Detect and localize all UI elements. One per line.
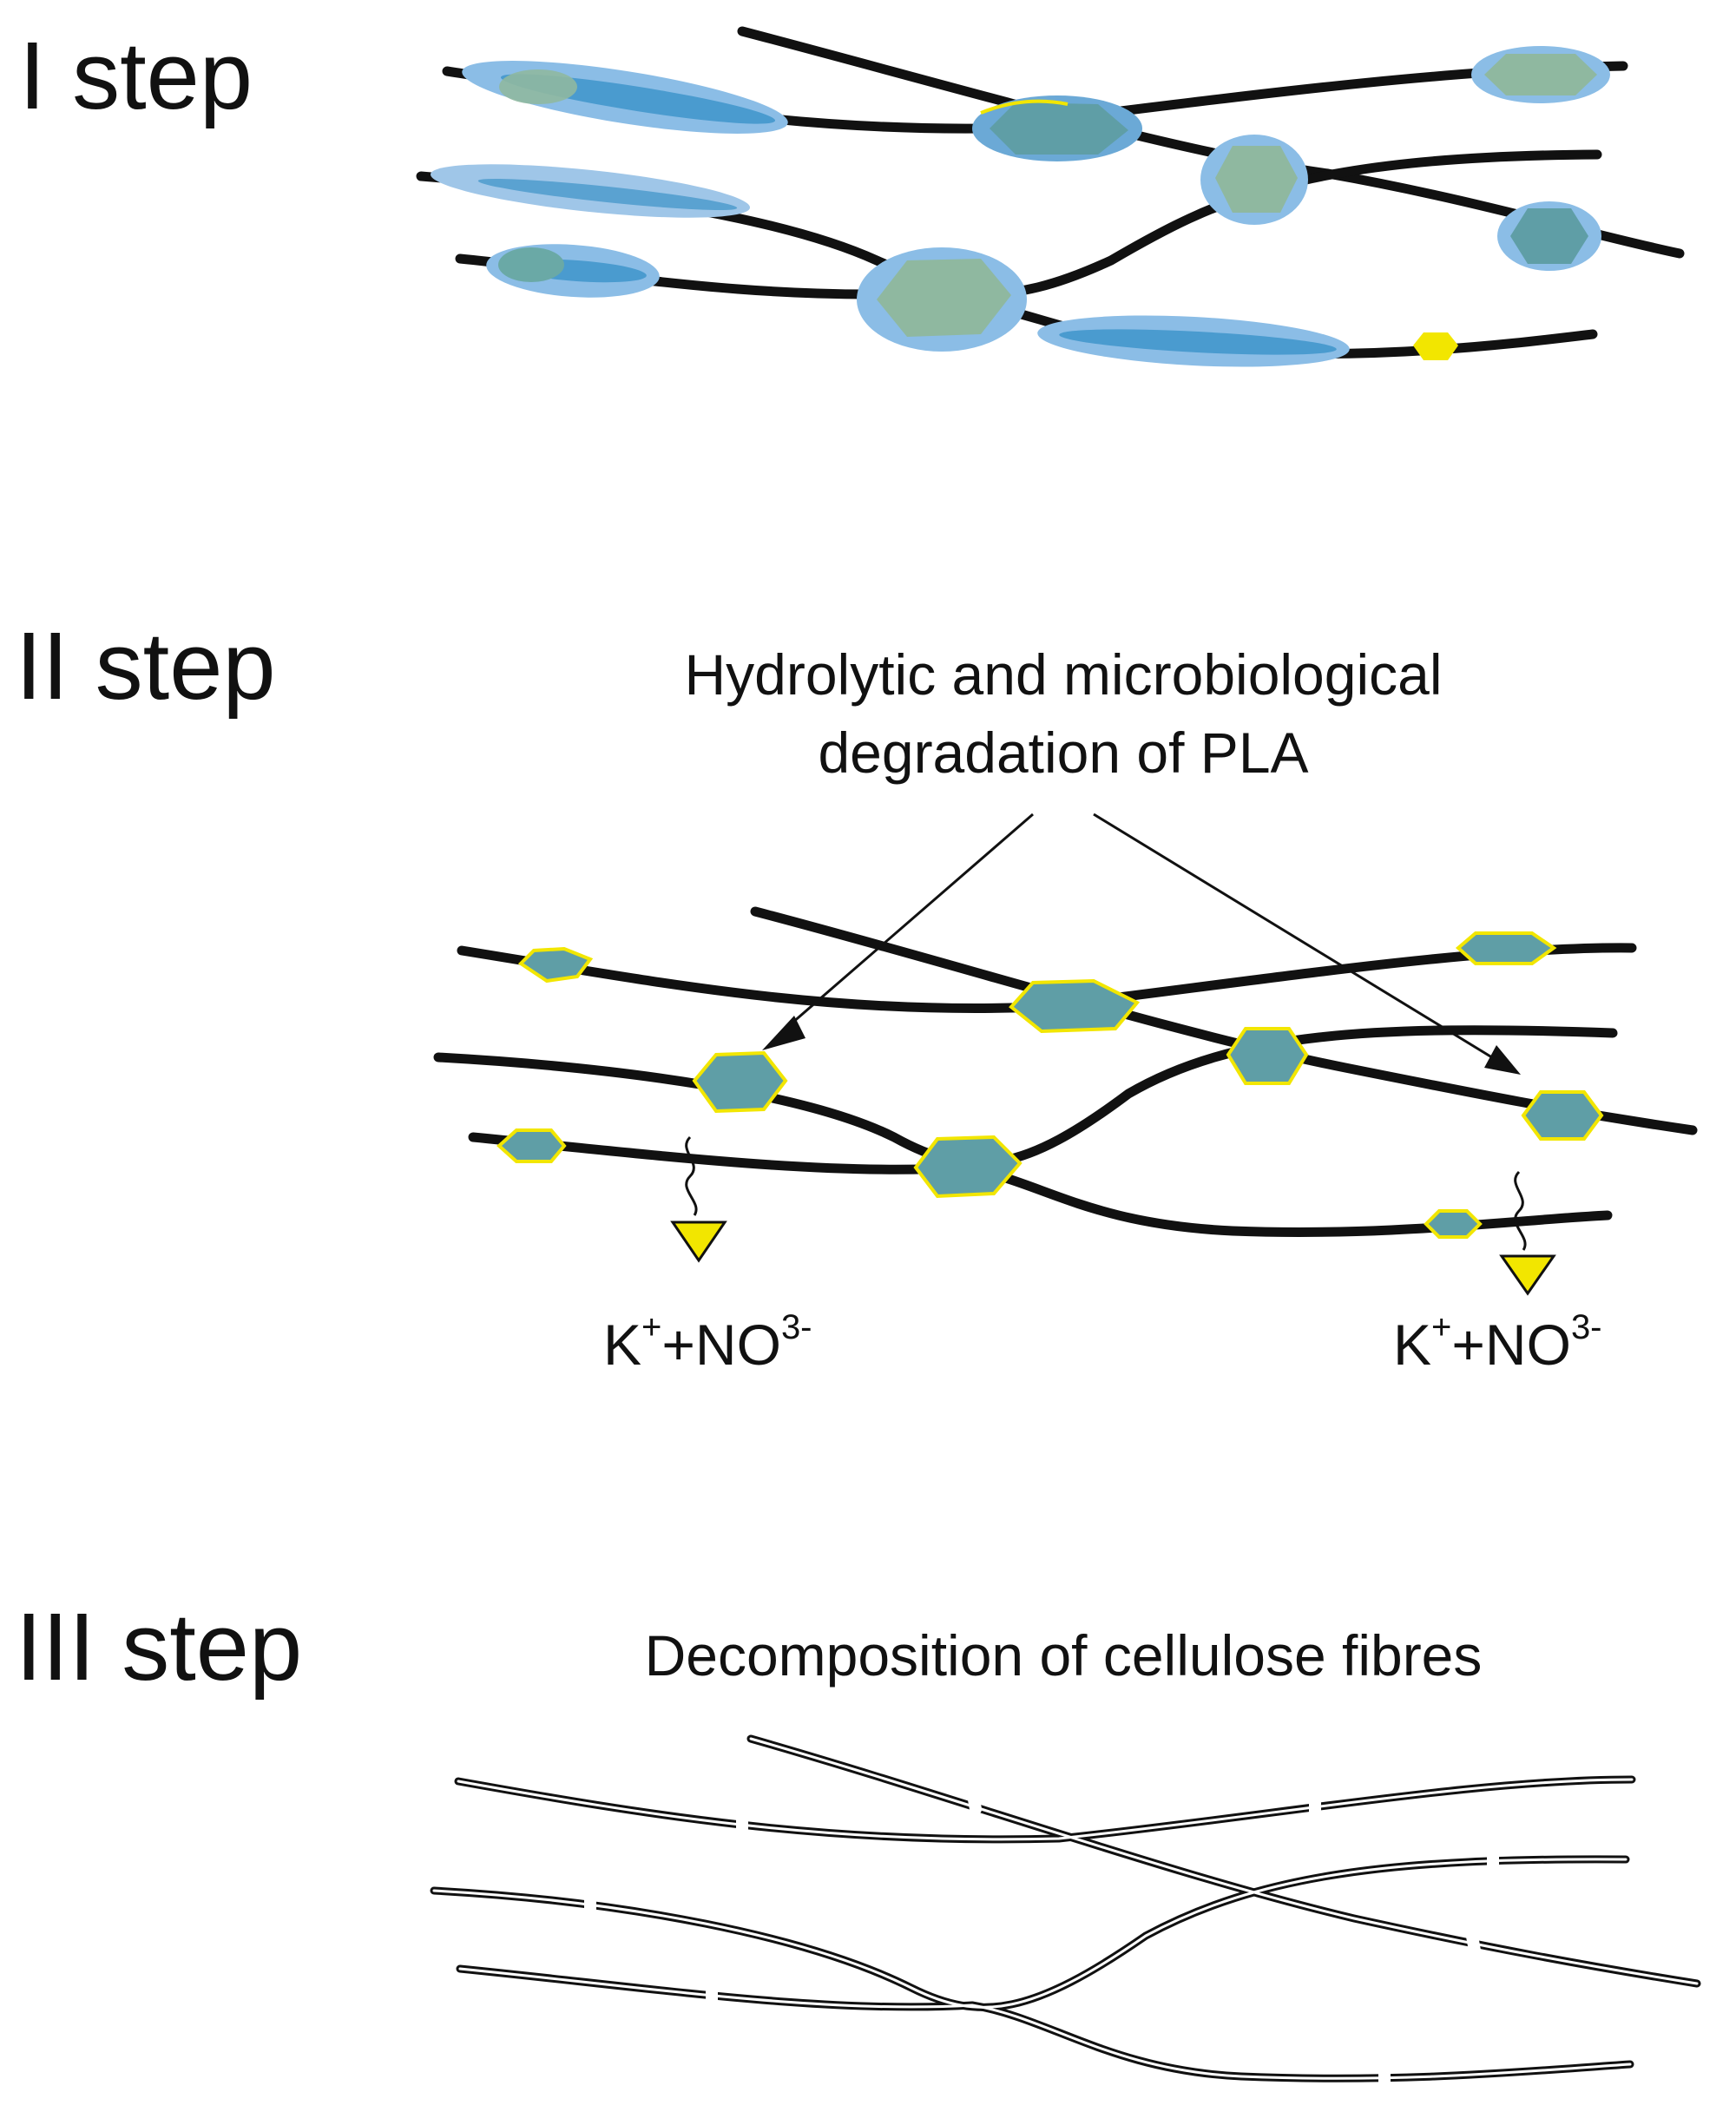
ion-label-right: K++NO3-	[1393, 1308, 1602, 1377]
nitrate-marker	[1499, 1254, 1556, 1296]
pla-core	[1059, 329, 1337, 355]
ion-label-left: K++NO3-	[603, 1308, 812, 1377]
pla-node-core	[990, 102, 1128, 155]
degraded-blob	[496, 1128, 567, 1163]
step-3-label: III step	[16, 1594, 302, 1701]
pla-core	[477, 178, 738, 211]
step-3-caption: Decomposition of cellulose fibres	[645, 1623, 1483, 1688]
degraded-blob	[1455, 931, 1557, 965]
step-2-label: II step	[16, 613, 276, 720]
pla-node-core	[877, 259, 1011, 337]
step-2-fibre-network	[433, 906, 1698, 1296]
pla-node-core	[1215, 146, 1298, 213]
arrow-left-line	[785, 813, 1034, 1030]
degraded-blob	[1009, 978, 1141, 1034]
fibre-break	[1465, 1925, 1481, 1957]
step-3-cellulose-fibres	[430, 1734, 1701, 2096]
resin-core	[499, 69, 577, 104]
arrow-right-head	[1484, 1045, 1521, 1075]
release-squiggle	[1514, 1170, 1527, 1251]
step-2-caption-line2: degradation of PLA	[818, 720, 1308, 785]
pla-node-core	[1484, 54, 1597, 95]
fibre-inner	[432, 1737, 1699, 2080]
degraded-blob	[913, 1135, 1023, 1199]
cellulose-fibre-inner	[457, 1778, 1634, 1841]
degraded-blob	[517, 946, 594, 984]
fibre-breaks	[584, 1784, 1499, 2096]
fibre-break	[966, 1784, 982, 1815]
arrow-left-head	[762, 1016, 806, 1050]
resin-core	[498, 247, 564, 282]
step-2-degraded-pla	[496, 931, 1604, 1239]
step-1-pla-coatings	[430, 61, 1350, 367]
degraded-blob	[1424, 1209, 1483, 1239]
nitrate-marker	[670, 1220, 727, 1263]
fibre-2c	[433, 1025, 1618, 1168]
degraded-blob	[1226, 1027, 1309, 1085]
arrow-right-line	[1093, 813, 1496, 1061]
degraded-blob	[1521, 1090, 1604, 1141]
pla-node-core	[1510, 208, 1588, 264]
step-2-caption-line1: Hydrolytic and microbiological	[684, 642, 1442, 707]
degraded-blob	[692, 1050, 788, 1114]
step-1-label: I step	[19, 23, 253, 129]
release-squiggle	[685, 1135, 698, 1216]
step-2-ion-release	[670, 1135, 1556, 1296]
cellulose-fibre-inner	[749, 1737, 1699, 1985]
step-2-arrows	[762, 813, 1521, 1075]
cellulose-fibre-inner	[458, 1967, 1632, 2080]
yellow-particle	[1413, 332, 1458, 360]
step-1-pla-nodes	[857, 46, 1610, 360]
cellulose-fibre-inner	[432, 1858, 1628, 2009]
node-edge	[980, 99, 1069, 115]
cellulose-fibre	[456, 1964, 1634, 2082]
step-1-fibre-network	[416, 26, 1685, 367]
